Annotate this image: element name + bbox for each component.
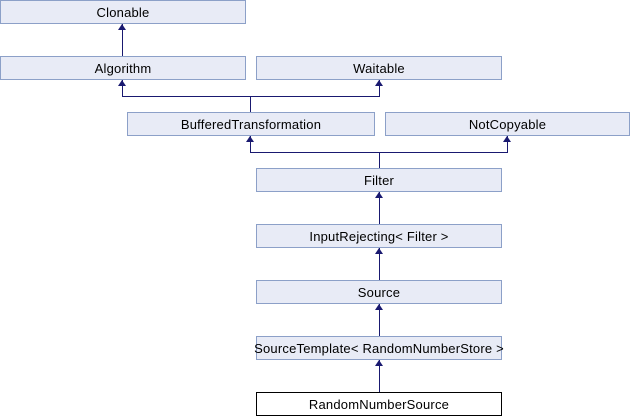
class-node-label: Waitable <box>353 60 405 76</box>
inheritance-edge-bufferedtransformation-stem <box>250 96 251 112</box>
class-node-label: Clonable <box>96 4 150 20</box>
class-node-filter[interactable]: Filter <box>256 168 502 192</box>
class-node-inputrejecting-filter[interactable]: InputRejecting< Filter > <box>256 224 502 248</box>
arrowhead-up-icon <box>246 136 254 142</box>
class-node-notcopyable[interactable]: NotCopyable <box>385 112 630 136</box>
class-node-clonable[interactable]: Clonable <box>0 0 246 24</box>
inheritance-edge-source-inputrejecting <box>379 248 380 280</box>
class-node-label: NotCopyable <box>468 116 547 132</box>
class-node-randomnumbersource-current: RandomNumberSource <box>256 392 502 416</box>
inheritance-edge-inputrejecting-filter <box>379 192 380 224</box>
class-node-sourcetemplate-randomnumberstore[interactable]: SourceTemplate< RandomNumberStore > <box>254 336 504 360</box>
inheritance-edge-randomnumbersource-sourcetemplate <box>379 360 380 392</box>
class-node-label: BufferedTransformation <box>180 116 322 132</box>
inheritance-edge-to-bufferedtransformation <box>250 136 251 152</box>
class-node-algorithm[interactable]: Algorithm <box>0 56 246 80</box>
inheritance-edge-to-algorithm <box>122 80 123 96</box>
arrowhead-up-icon <box>118 24 126 30</box>
class-node-waitable[interactable]: Waitable <box>256 56 502 80</box>
inheritance-edge-sourcetemplate-source <box>379 304 380 336</box>
arrowhead-up-icon <box>118 80 126 86</box>
class-node-label: InputRejecting< Filter > <box>309 228 449 244</box>
class-node-bufferedtransformation[interactable]: BufferedTransformation <box>127 112 375 136</box>
arrowhead-up-icon <box>503 136 511 142</box>
inheritance-edge-filter-stem <box>379 152 380 168</box>
arrowhead-up-icon <box>375 304 383 310</box>
inheritance-edge-to-notcopyable <box>507 136 508 152</box>
arrowhead-up-icon <box>375 80 383 86</box>
class-node-label: SourceTemplate< RandomNumberStore > <box>254 340 504 356</box>
class-node-label: Source <box>357 284 401 300</box>
inheritance-edge-algorithm-clonable <box>122 24 123 56</box>
class-node-label: Algorithm <box>94 60 152 76</box>
arrowhead-up-icon <box>375 192 383 198</box>
inheritance-edge-to-waitable <box>379 80 380 96</box>
inheritance-edge-bufferedtransformation-branch <box>122 96 380 97</box>
arrowhead-up-icon <box>375 248 383 254</box>
class-node-label: RandomNumberSource <box>308 396 450 412</box>
class-node-label: Filter <box>363 172 395 188</box>
arrowhead-up-icon <box>375 360 383 366</box>
inheritance-edge-filter-branch <box>250 152 508 153</box>
class-node-source[interactable]: Source <box>256 280 502 304</box>
